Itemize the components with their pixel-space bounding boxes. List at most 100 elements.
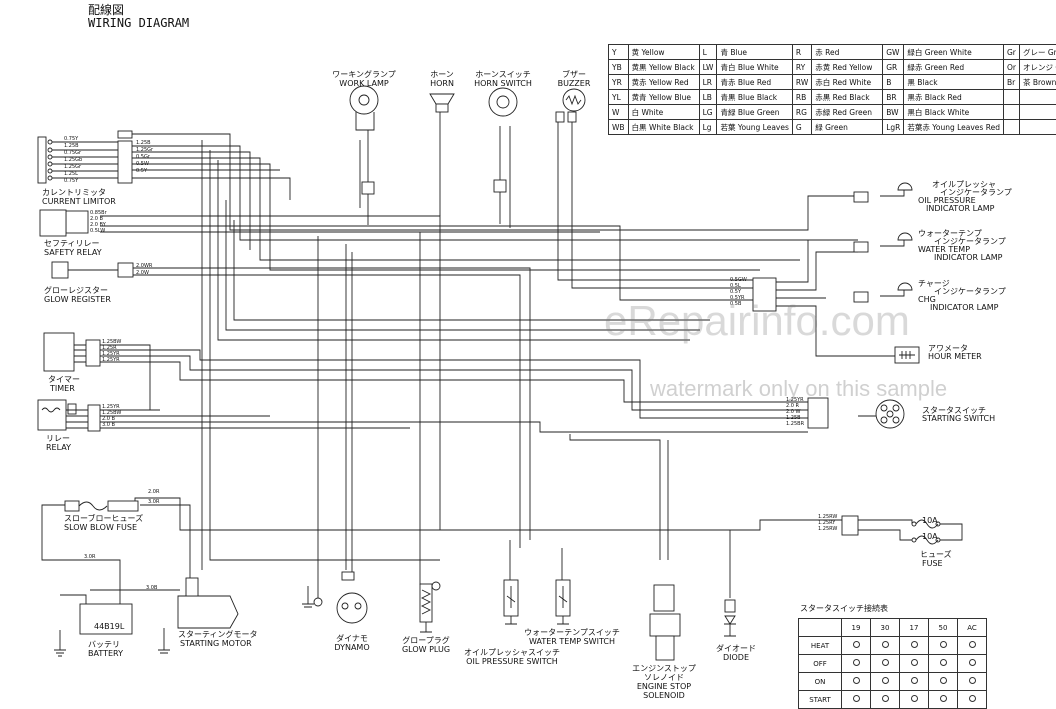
switch-position-label: ON	[799, 673, 842, 691]
glow-plug-label-jp: グロープラグ	[402, 636, 450, 645]
glow-plug-label: GLOW PLUG	[402, 645, 450, 654]
color-name: 赤黒 Red Black	[812, 90, 883, 105]
switch-connection-cell	[842, 691, 871, 709]
connector-diode	[725, 600, 735, 612]
color-abbr: LG	[699, 105, 717, 120]
starting-motor-label-jp: スターティングモータ	[178, 630, 258, 639]
switch-connection-cell	[900, 637, 929, 655]
connectors	[66, 131, 868, 612]
dynamo-label: DYNAMO	[334, 643, 369, 652]
color-name: 赤黄 Red Yellow	[812, 60, 883, 75]
switch-connection-cell	[871, 673, 900, 691]
engine-stop-label-jp2: ソレノイド	[644, 673, 684, 682]
switch-connection-cell	[842, 673, 871, 691]
watermark-note: watermark only on this sample	[650, 376, 947, 402]
color-name: 緑白 Green White	[904, 45, 1004, 60]
switch-connection-cell	[929, 637, 958, 655]
engine-stop-label-en2: SOLENOID	[643, 691, 685, 700]
color-name: 黄青 Yellow Blue	[628, 90, 699, 105]
color-name: 赤緑 Red Green	[812, 105, 883, 120]
diode-label-jp: ダイオード	[716, 644, 756, 653]
color-abbr: RG	[792, 105, 811, 120]
color-abbr: LR	[699, 75, 717, 90]
engine-stop-label-en1: ENGINE STOP	[637, 682, 691, 691]
color-name	[1019, 105, 1056, 120]
switch-column-header: 30	[871, 619, 900, 637]
connector-timer	[86, 340, 100, 366]
connector-water-lamp	[854, 242, 868, 252]
relay-label: RELAY	[46, 443, 71, 452]
dynamo-symbol	[337, 593, 367, 623]
fuse-label: FUSE	[922, 559, 943, 568]
switch-connection-cell	[929, 673, 958, 691]
work-lamp-label: WORK LAMP	[339, 79, 388, 88]
switch-connection-cell	[958, 673, 987, 691]
glow-plug-symbol	[420, 584, 432, 622]
work-lamp-symbol	[350, 86, 378, 114]
connector-starter-switch	[808, 398, 828, 428]
horn-switch-symbol	[489, 88, 517, 116]
relay-symbol	[38, 400, 66, 430]
engine-stop-label-jp1: エンジンストップ	[632, 664, 696, 673]
switch-position-label: OFF	[799, 655, 842, 673]
fuse-rating-2: 10A	[922, 532, 938, 541]
chg-lamp-label-en2: INDICATOR LAMP	[930, 303, 998, 312]
slow-blow-fuse-symbol	[65, 501, 79, 511]
color-name: 黄黒 Yellow Black	[628, 60, 699, 75]
horn-switch-label-jp: ホーンスイッチ	[475, 70, 530, 79]
color-name: 黒白 Black White	[904, 105, 1004, 120]
engine-stop-solenoid-symbol	[650, 614, 680, 636]
color-abbr: YL	[609, 90, 629, 105]
oil-lamp-label-en2: INDICATOR LAMP	[926, 204, 994, 213]
switch-position-label: HEAT	[799, 637, 842, 655]
switch-position-row: START	[799, 691, 987, 709]
dynamo-label-jp: ダイナモ	[336, 634, 368, 643]
buzzer-label: BUZZER	[558, 79, 591, 88]
starting-motor-label: STARTING MOTOR	[180, 639, 252, 648]
glow-register-label: GLOW REGISTER	[44, 295, 111, 304]
work-lamp-label-jp: ワーキングランプ	[332, 70, 396, 79]
switch-connection-cell	[929, 655, 958, 673]
color-name: 白黒 White Black	[628, 120, 699, 135]
watermark-site: eRepairinfo.com	[604, 297, 910, 345]
safety-relay-label: SAFETY RELAY	[44, 248, 102, 257]
color-abbr: BW	[883, 105, 904, 120]
color-abbr: R	[792, 45, 811, 60]
wire-label-fuse-1: 2.0R	[148, 488, 159, 497]
safety-relay-label-jp: セフティリレー	[44, 239, 100, 248]
timer-label: TIMER	[50, 384, 75, 393]
switch-table-corner	[799, 619, 842, 637]
slow-blow-fuse-label-jp: スローブローヒューズ	[64, 514, 143, 523]
color-abbr: Y	[609, 45, 629, 60]
color-abbr: Or	[1003, 60, 1019, 75]
color-abbr: BR	[883, 90, 904, 105]
switch-connection-cell	[958, 637, 987, 655]
color-abbr: G	[792, 120, 811, 135]
oil-switch-label: OIL PRESSURE SWITCH	[466, 657, 558, 666]
color-name	[1019, 120, 1056, 135]
color-name: 青赤 Blue Red	[717, 75, 792, 90]
timer-symbol	[44, 333, 74, 371]
color-abbr: RY	[792, 60, 811, 75]
connector-horn-switch	[494, 180, 506, 192]
switch-position-row: ON	[799, 673, 987, 691]
color-abbr: WB	[609, 120, 629, 135]
color-abbr: B	[883, 75, 904, 90]
color-abbr: W	[609, 105, 629, 120]
switch-column-header: AC	[958, 619, 987, 637]
timer-label-jp: タイマー	[48, 375, 80, 384]
color-abbr	[1003, 105, 1019, 120]
connector-relay	[88, 405, 100, 431]
color-abbr: LB	[699, 90, 717, 105]
switch-connection-cell	[842, 655, 871, 673]
hour-meter-label: HOUR METER	[928, 352, 982, 361]
color-abbr: RW	[792, 75, 811, 90]
color-name: 青緑 Blue Green	[717, 105, 792, 120]
color-abbr: LW	[699, 60, 717, 75]
switch-connection-cell	[958, 655, 987, 673]
glow-register-symbol	[52, 262, 68, 278]
